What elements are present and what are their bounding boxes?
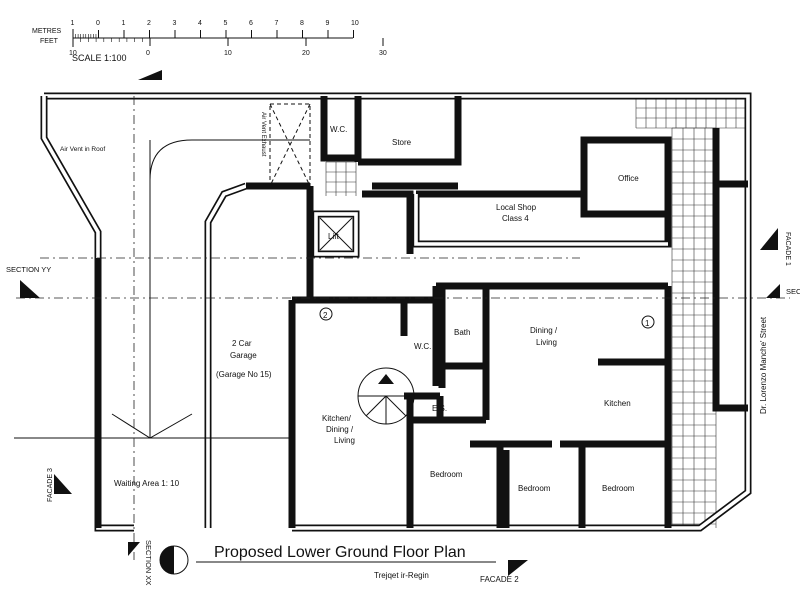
scale-metre-tick-label: 7 (275, 20, 279, 27)
interior-walls (94, 96, 748, 528)
scale-feet-ticks: 10 0 10 20 30 (69, 38, 387, 57)
unit-marker-2: 2 (323, 311, 328, 320)
spiral-stair (357, 367, 415, 425)
air-vent-exhaust-shaft (269, 103, 311, 187)
label-store: Store (392, 138, 412, 147)
section-lines (14, 96, 790, 560)
section-right-arrow (766, 284, 780, 298)
label-wc-mid: W.C. (414, 342, 431, 351)
scale-metre-tick-label: 10 (351, 20, 359, 27)
unit-markers: 1 2 (319, 307, 655, 329)
section-yy-label: SECTION YY (6, 265, 51, 274)
scale-metre-tick-label: 1 (71, 20, 75, 27)
label-dining-line1: Dining / (530, 326, 558, 335)
scale-feet-tick-label: 30 (379, 50, 387, 57)
section-right-label: SEC (786, 287, 800, 296)
label-garage-line3: (Garage No 15) (216, 370, 272, 379)
scale-metre-tick-label: 2 (147, 20, 151, 27)
label-lift: Lift (328, 232, 339, 241)
scale-feet-tick-label: 20 (302, 50, 310, 57)
label-air-vent-exhaust: Air Vent Exhaust (260, 112, 266, 157)
scale-metre-tick-label: 1 (122, 20, 126, 27)
label-garage-line1: 2 Car (232, 339, 252, 348)
scale-text: SCALE 1:100 (72, 53, 127, 63)
lift-shaft (319, 217, 353, 251)
scale-metre-tick-label: 3 (173, 20, 177, 27)
label-air-vent-roof: Air Vent in Roof (60, 146, 105, 153)
section-xx-label: SECTION XX (144, 540, 153, 585)
label-kdl-line2: Dining / (326, 425, 354, 434)
scale-metre-tick-label: 8 (300, 20, 304, 27)
drawing-title-block: Proposed Lower Ground Floor Plan Trejqet… (159, 316, 768, 580)
scale-feet-tick-label: 10 (224, 50, 232, 57)
section-markers: SECTION YY SEC FACADE 1 FACADE 3 FACADE … (6, 228, 800, 585)
label-shop-line2: Class 4 (502, 214, 529, 223)
scale-feet-label: FEET (40, 38, 59, 45)
label-kdl-line3: Living (334, 436, 355, 445)
scale-metre-tick-label: 4 (198, 20, 202, 27)
scale-feet-tick-label: 10 (69, 50, 77, 57)
section-xx-arrow (128, 542, 140, 556)
scale-metre-tick-label: 0 (96, 20, 100, 27)
scale-metre-tick-label: 5 (224, 20, 228, 27)
label-bath: Bath (454, 328, 470, 337)
label-office: Office (618, 174, 639, 183)
facade-3-arrow (54, 474, 72, 494)
paving-stair (325, 161, 357, 196)
label-dining-line2: Living (536, 338, 557, 347)
unit-marker-1: 1 (645, 319, 650, 328)
label-garage-line2: Garage (230, 351, 257, 360)
scale-metre-tick-label: 9 (326, 20, 330, 27)
scale-feet-tick-label: 0 (146, 50, 150, 57)
facade-1-label: FACADE 1 (784, 232, 791, 266)
drawing-title: Proposed Lower Ground Floor Plan (214, 544, 466, 561)
facade-1-arrow (760, 228, 778, 250)
label-bedroom-2: Bedroom (518, 484, 551, 493)
label-wc-top: W.C. (330, 125, 347, 134)
scale-metre-tick-label: 6 (249, 20, 253, 27)
label-kitchen-right: Kitchen (604, 399, 631, 408)
label-bedroom-3: Bedroom (602, 484, 635, 493)
label-kdl-line1: Kitchen/ (322, 414, 352, 423)
label-shop-line1: Local Shop (496, 203, 537, 212)
facade-2-label: FACADE 2 (480, 575, 519, 584)
room-labels: Air Vent in Roof Air Vent Exhaust W.C. S… (60, 112, 639, 493)
north-arrow-top (138, 70, 162, 80)
scale-metres-label: METRES (32, 28, 62, 35)
label-bedroom-1: Bedroom (430, 470, 463, 479)
street-right-label: Dr. Lorenzo Manche' Street (759, 316, 768, 414)
facade-2-arrow (508, 560, 528, 576)
section-yy-arrow (20, 280, 40, 298)
label-es: E.S. (432, 404, 447, 413)
exterior-walls (40, 92, 752, 532)
paving-right (635, 97, 748, 528)
label-waiting: Waiting Area 1: 10 (114, 479, 180, 488)
street-bottom-label: Trejqet ir-Regin (374, 571, 429, 580)
facade-3-label: FACADE 3 (47, 468, 54, 502)
